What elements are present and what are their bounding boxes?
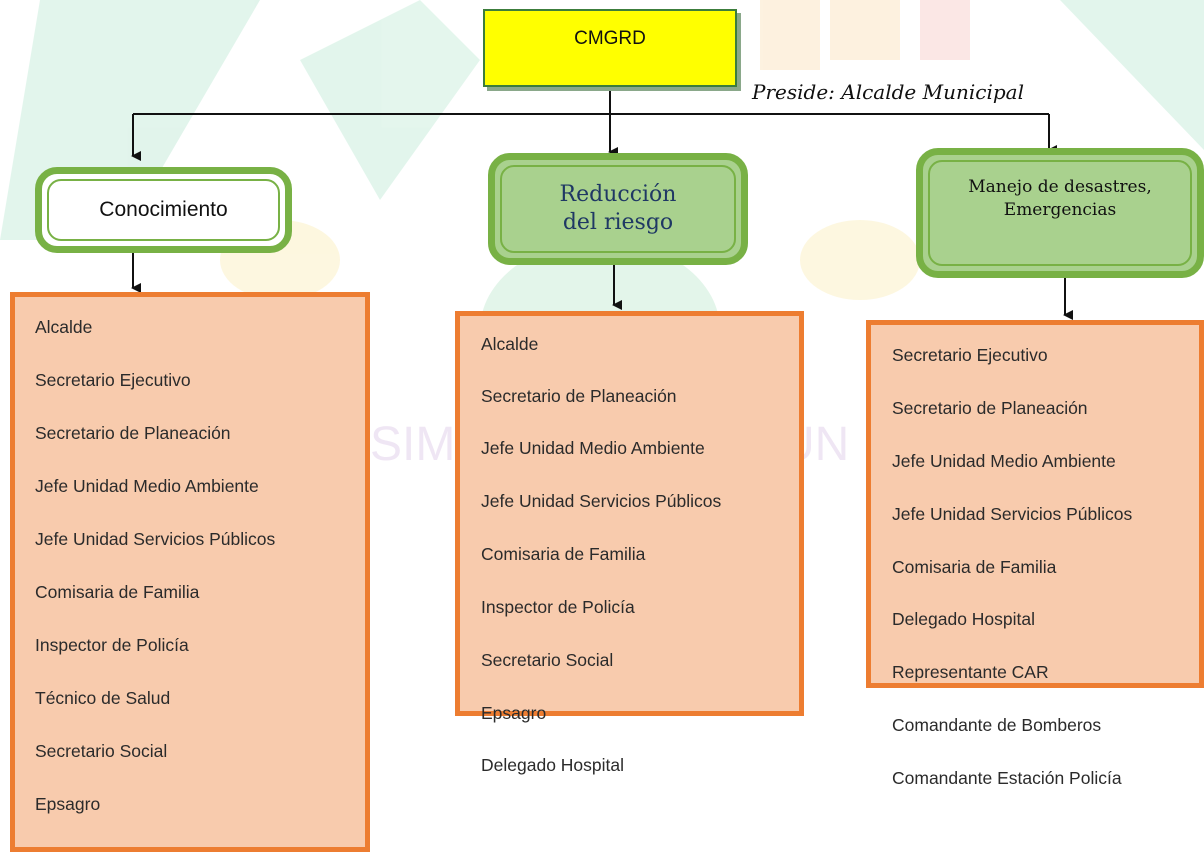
list-item: Epsagro	[481, 703, 547, 723]
category-conocimiento: Conocimiento	[35, 167, 292, 253]
cmgrd-box: CMGRD	[483, 9, 737, 87]
list-item: Delegado Hospital	[892, 609, 1036, 629]
list-item: Representante CAR	[892, 662, 1049, 682]
list-item: Jefe Unidad Medio Ambiente	[481, 438, 705, 458]
list-item: Comisaria de Familia	[892, 557, 1057, 577]
list-item: Inspector de Policía	[481, 597, 635, 617]
list-item: Jefe Unidad Servicios Públicos	[35, 529, 276, 549]
preside-note: Preside: Alcalde Municipal	[752, 80, 1024, 104]
list-item: Secretario de Planeación	[35, 423, 231, 443]
list-item: Técnico de Salud	[35, 688, 171, 708]
connector-lines	[131, 89, 1073, 320]
list-item: Comisaria de Familia	[35, 582, 200, 602]
list-item: Epsagro	[35, 794, 101, 814]
members-list-reduccion: Alcalde Secretario de Planeación Jefe Un…	[455, 311, 804, 775]
members-list-manejo: Secretario Ejecutivo Secretario de Plane…	[866, 320, 1204, 788]
category-manejo-title-line2: Emergencias	[1003, 200, 1117, 220]
list-item: Secretario Social	[35, 741, 168, 761]
category-manejo-desastres: Manejo de desastres, Emergencias	[916, 148, 1204, 278]
category-reduccion-riesgo: Reducción del riesgo	[488, 153, 748, 265]
list-item: Comandante Estación Policía	[892, 768, 1122, 788]
list-item: Secretario de Planeación	[892, 398, 1088, 418]
list-item: Secretario de Planeación	[481, 386, 677, 406]
list-item: Secretario Ejecutivo	[35, 370, 191, 390]
list-item: Jefe Unidad Servicios Públicos	[892, 504, 1133, 524]
category-reduccion-title-line2: del riesgo	[562, 210, 674, 235]
list-item: Delegado Hospital	[481, 755, 625, 775]
list-item: Comisaria de Familia	[481, 544, 646, 564]
category-manejo-title-line1: Manejo de desastres,	[968, 177, 1152, 197]
list-item: Jefe Unidad Medio Ambiente	[892, 451, 1116, 471]
list-item: Alcalde	[481, 334, 539, 354]
category-reduccion-title-line1: Reducción	[559, 182, 677, 207]
list-item: Alcalde	[35, 317, 93, 337]
list-item: Comandante de Bomberos	[892, 715, 1102, 735]
list-item: Secretario Ejecutivo	[892, 345, 1048, 365]
list-item: Jefe Unidad Servicios Públicos	[481, 491, 722, 511]
list-item: Inspector de Policía	[35, 635, 189, 655]
cmgrd-label: CMGRD	[574, 28, 646, 49]
members-list-conocimiento: Alcalde Secretario Ejecutivo Secretario …	[10, 292, 370, 852]
category-conocimiento-title: Conocimiento	[99, 198, 228, 221]
list-item: Secretario Social	[481, 650, 614, 670]
list-item: Jefe Unidad Medio Ambiente	[35, 476, 259, 496]
